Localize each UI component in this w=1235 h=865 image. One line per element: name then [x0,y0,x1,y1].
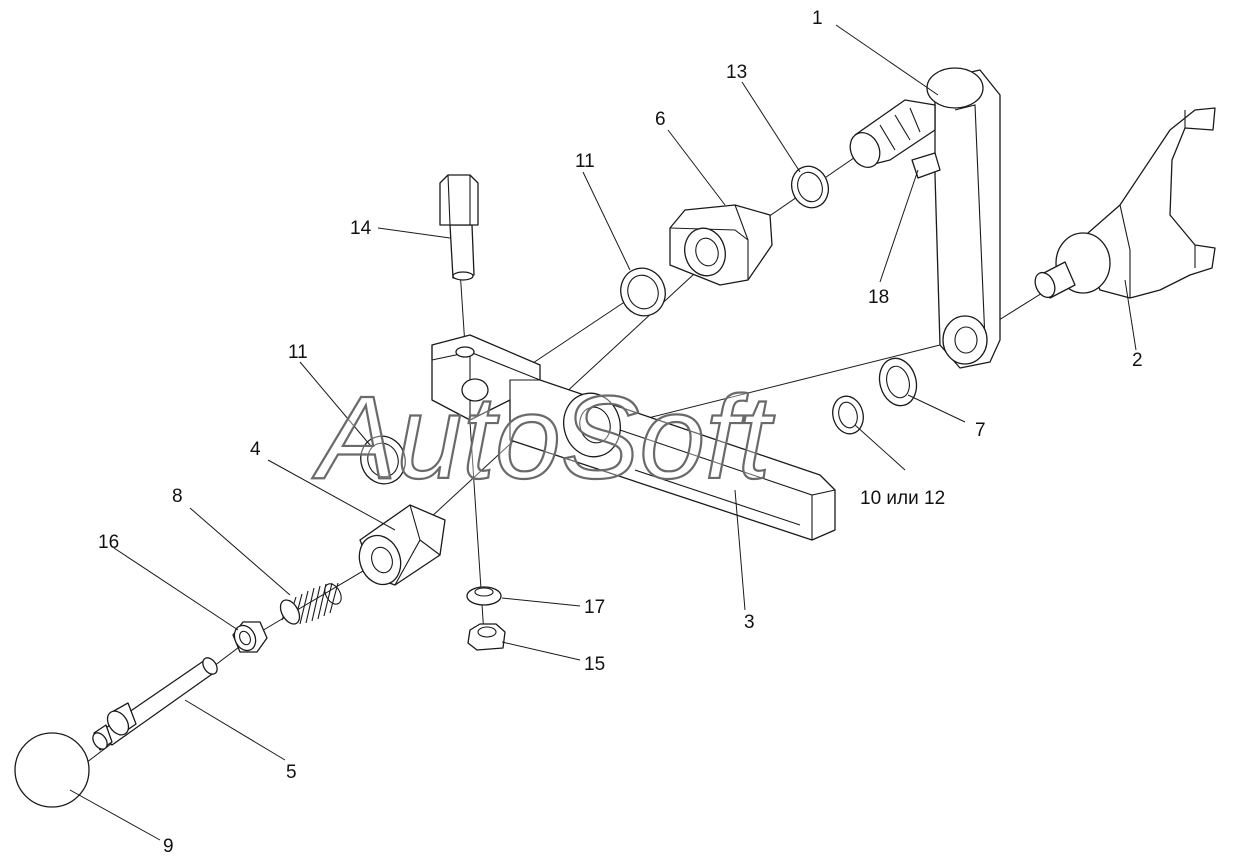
callout-11-top: 11 [575,151,595,172]
part-16-nut [232,621,268,653]
part-14-bolt [439,174,479,281]
callout-8: 8 [172,486,183,507]
part-15-nut [467,623,506,651]
callout-18: 18 [868,287,889,308]
part-4-bushing [358,504,446,586]
part-11-retaining-ring-left [360,435,406,485]
part-11-retaining-ring-top [620,267,666,317]
callout-10-or-12: 10 или 12 [860,488,945,509]
callout-9: 9 [163,836,174,857]
watermark-text: AutoSoft [312,372,775,504]
part-1-arm-lever [849,67,1001,369]
part-13-ring [790,165,830,209]
callout-6: 6 [655,109,666,130]
part-10-or-12-ring [832,395,864,435]
callout-13: 13 [726,62,747,83]
callout-3: 3 [744,612,755,633]
callout-16: 16 [98,532,119,553]
part-8-spring [279,582,342,625]
leader-lines [69,24,1137,841]
callout-11-left: 11 [288,342,308,363]
part-7-ring [878,357,918,407]
part-18-key [911,152,941,179]
callout-7: 7 [975,420,986,441]
callout-labels: 1 2 3 4 5 6 7 8 9 10 или 12 11 11 13 14 … [98,8,1143,857]
callout-17: 17 [584,597,605,618]
callout-5: 5 [286,762,297,783]
part-5-rod [92,657,218,751]
callout-4: 4 [250,439,261,460]
part-17-washer [466,586,502,606]
part-2-shift-fork [1034,107,1216,299]
callout-15: 15 [584,654,605,675]
callout-14: 14 [350,218,372,239]
part-9-knob-ball [14,732,90,808]
part-6-bracket [669,204,773,286]
part-3-shift-lever [431,334,836,541]
callout-2: 2 [1132,350,1143,371]
callout-1: 1 [812,8,823,29]
